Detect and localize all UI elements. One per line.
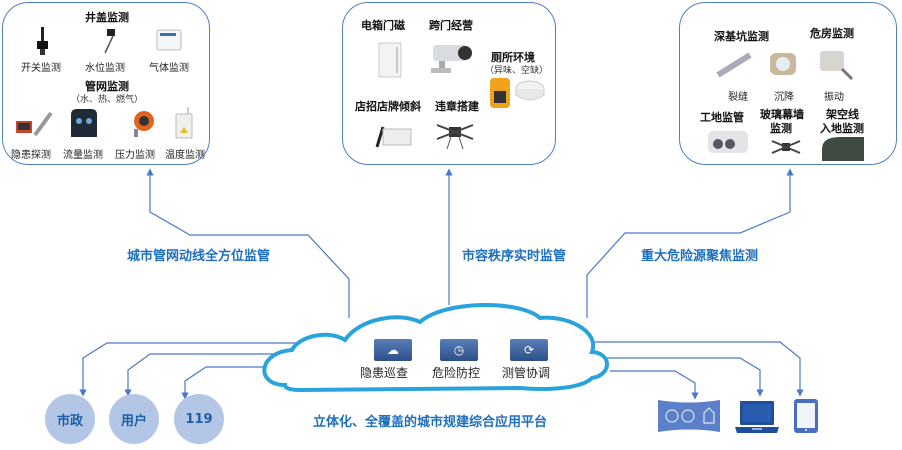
illegal-build-title: 违章搭建 [435,100,479,113]
overhead-title-1: 架空线 [826,108,859,121]
pit-title: 深基坑监测 [714,30,769,43]
pipe-title: 管网监测 [85,80,129,93]
pressure-gauge-icon [134,111,154,137]
section-label-hazard: 重大危险源聚焦监测 [641,249,759,264]
hazard-monitoring-panel: 深基坑监测 危房监测 裂缝 沉降 振动 工地监管 玻璃幕墙 监测 架空线 入地监… [679,2,897,165]
line-to-laptop [605,357,764,397]
timer-icon[interactable]: ◷ [440,339,478,361]
cross-door-title: 跨门经营 [429,19,473,32]
site-camera-icon [708,131,748,153]
cloud-upload-icon[interactable]: ☁ [374,339,412,361]
odor-sensor-icon [515,80,545,101]
settlement-gauge-icon [770,53,796,75]
cloud-item-label[interactable]: 隐患巡查 [360,366,409,380]
line-to-yonghu [124,353,300,397]
pipe-subtitle: （水、热、燃气） [70,95,143,105]
section-label-pipeline: 城市管网动线全方位监管 [127,249,271,264]
gas-sensor-icon [156,29,182,51]
toilet-subtitle: （异味、空缺） [485,66,549,76]
switch-sensor-icon [37,27,48,55]
curtain-drone-icon [771,140,801,154]
crack-meter-icon [716,52,752,78]
large-screen-icon[interactable] [656,397,722,435]
city-order-panel: 电箱门磁 跨门经营 厕所环境 （异味、空缺） 店招店牌倾斜 违章搭建 [342,2,556,165]
tilt-sensor-icon [375,126,412,148]
laptop-icon[interactable] [734,400,780,434]
line-pipeline [146,168,350,318]
client-119[interactable]: 119 [174,394,224,444]
line-to-shizheng [79,342,300,397]
line-hazard [586,168,794,318]
toilet-title: 厕所环境 [491,51,535,64]
device-label: 开关监测 [21,63,61,74]
flow-meter-icon [71,109,97,137]
cloud-item-label[interactable]: 危险防控 [432,366,481,380]
device-label: 气体监测 [149,63,189,74]
sync-icon[interactable]: ⟳ [510,339,548,361]
manhole-title: 井盖监测 [85,11,129,24]
device-label: 沉降 [774,92,794,103]
door-sensor-icon [378,42,402,78]
device-label: 裂缝 [728,92,748,103]
overhead-title-2: 入地监测 [820,122,864,135]
platform-title: 立体化、全覆盖的城市规建综合应用平台 [313,415,548,430]
curtain-title-2: 监测 [770,122,792,135]
line-to-screen [610,370,699,400]
device-label: 压力监测 [115,150,155,161]
device-label: 温度监测 [165,150,205,161]
sign-tilt-title: 店招店牌倾斜 [355,100,421,113]
device-label: 流量监测 [63,150,103,161]
drone-icon [436,124,474,150]
curtain-title-1: 玻璃幕墙 [760,108,804,121]
overhead-line-sensor-icon [822,137,864,161]
pipeline-monitoring-panel: 井盖监测 开关监测 水位监测 气体监测 管网监测 （水、热、燃气） 隐患探测 流… [2,2,210,165]
line-to-tablet [595,341,804,397]
gas-detector-icon [490,78,510,108]
box-door-title: 电箱门磁 [361,19,405,32]
surveillance-camera-icon [431,45,472,73]
device-label: 隐患探测 [11,150,51,161]
client-shizheng[interactable]: 市政 [45,394,95,444]
section-label-city-order: 市容秩序实时监管 [462,249,567,264]
platform-cloud [262,303,609,393]
water-level-sensor-icon [104,29,115,54]
temperature-sensor-icon [175,107,193,139]
site-title: 工地监管 [700,111,744,124]
vibration-sensor-icon [820,51,854,81]
device-label: 振动 [824,92,844,103]
hazard-detector-icon [16,111,53,137]
tablet-icon[interactable] [793,398,819,434]
device-label: 水位监测 [85,63,125,74]
cloud-item-label[interactable]: 测管协调 [502,366,551,380]
client-user[interactable]: 用户 [109,394,159,444]
line-to-119 [181,366,300,400]
danger-house-title: 危房监测 [810,27,854,40]
